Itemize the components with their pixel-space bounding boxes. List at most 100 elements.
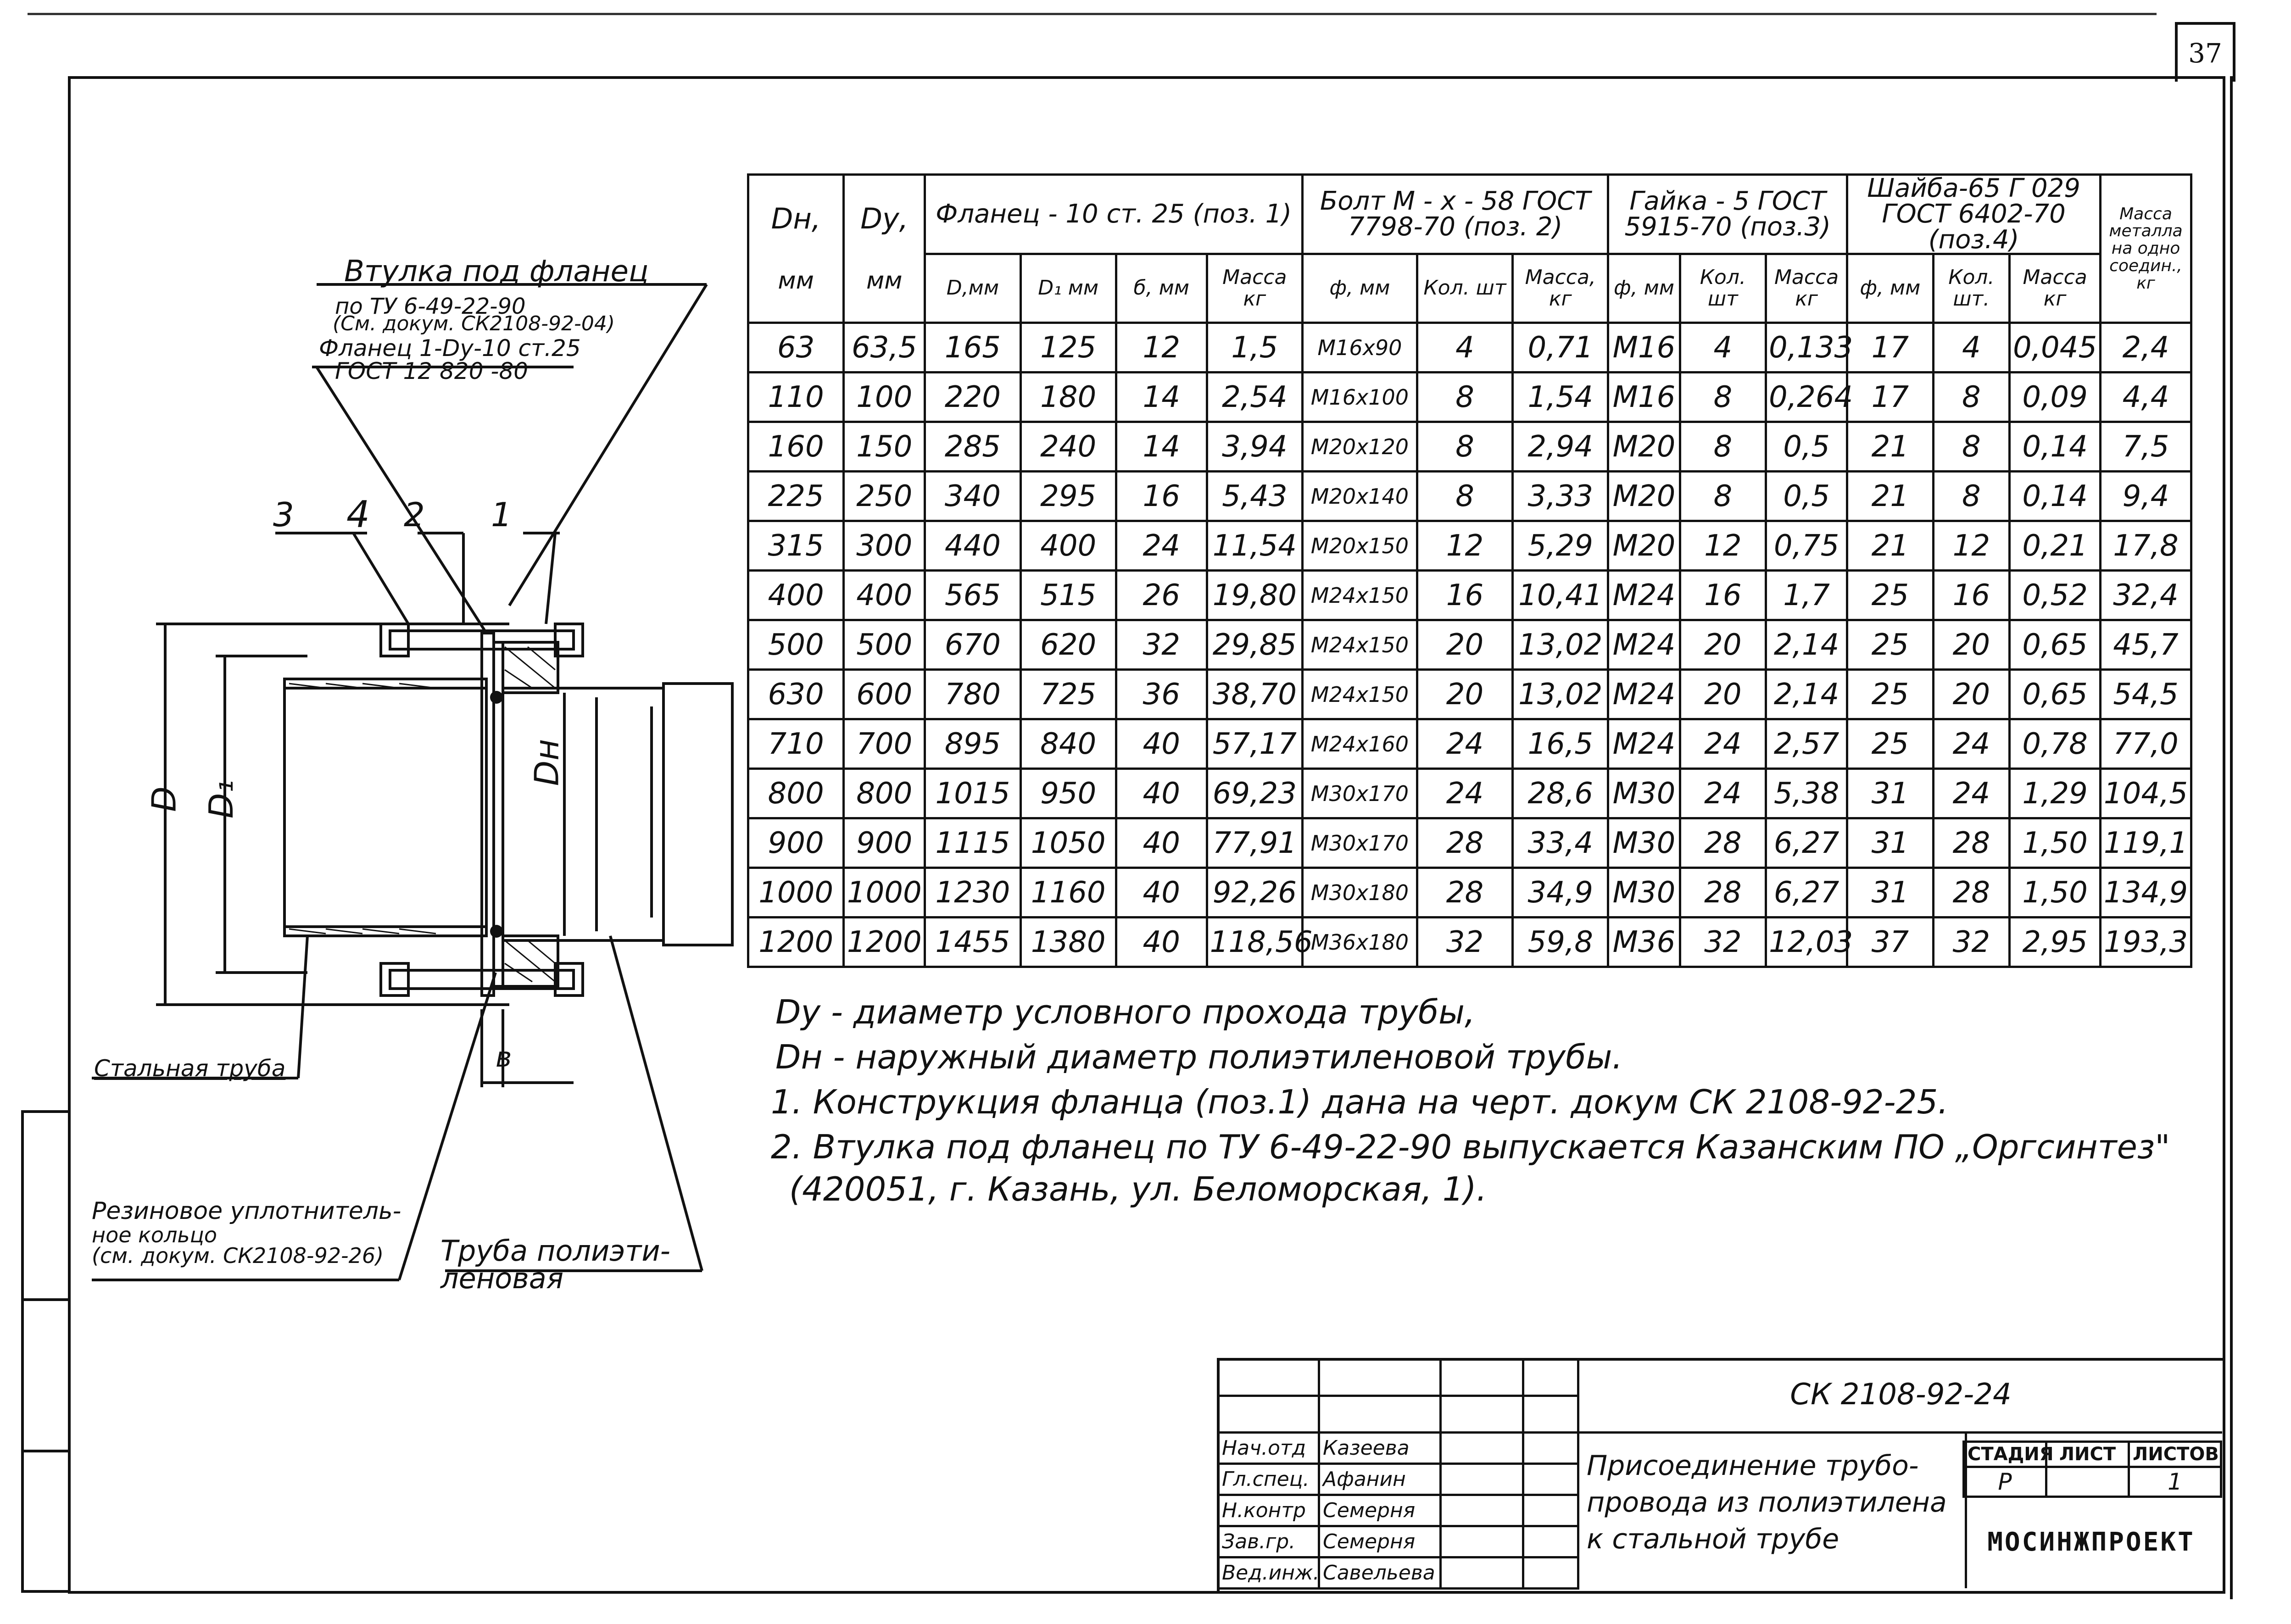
label-pe-pipe-line1: Труба полиэти-	[440, 1234, 671, 1268]
table-cell: М24	[1607, 569, 1681, 621]
note-line: Dн - наружный диаметр полиэтиленовой тру…	[775, 1038, 1623, 1076]
table-cell: 2,94	[1511, 421, 1610, 473]
table-cell: М24х150	[1301, 569, 1418, 621]
table-cell: 40	[1115, 867, 1208, 918]
table-cell: М30х170	[1301, 768, 1418, 819]
table-cell: 780	[924, 668, 1022, 720]
sheet-value	[2045, 1466, 2130, 1498]
table-cell: 77,0	[2099, 718, 2192, 770]
table-cell: 20	[1678, 668, 1767, 720]
table-cell: М16х100	[1301, 371, 1418, 423]
table-cell: 28	[1678, 867, 1767, 918]
table-cell: 0,264	[1765, 371, 1853, 423]
table-cell: 24	[1932, 768, 2011, 819]
table-cell: 37	[1846, 916, 1934, 968]
table-cell: 340	[924, 470, 1022, 522]
table-cell: 800	[747, 768, 845, 819]
table-cell: 29,85	[1205, 619, 1304, 671]
label-steel-pipe: Стальная труба	[94, 1055, 286, 1082]
organization-cell: МОСИНЖПРОЕКТ	[1962, 1496, 2220, 1588]
table-cell: 1,50	[2008, 867, 2102, 918]
table-cell: М24х150	[1301, 619, 1418, 671]
table-cell: М30	[1607, 817, 1681, 869]
table-cell: 725	[1019, 668, 1117, 720]
table-cell: 11,54	[1205, 520, 1304, 572]
header-flange: Фланец - 10 ст. 25 (поз. 1)	[924, 173, 1304, 255]
table-cell: 24	[1115, 520, 1208, 572]
table-cell: 300	[842, 520, 926, 572]
table-cell: 20	[1932, 668, 2011, 720]
table-cell: 440	[924, 520, 1022, 572]
table-cell: 9,4	[2099, 470, 2192, 522]
label-pe-pipe-line2: леновая	[440, 1262, 564, 1295]
table-cell: 400	[747, 569, 845, 621]
note-line: Dу - диаметр условного прохода трубы,	[775, 993, 1475, 1031]
table-cell: 92,26	[1205, 867, 1304, 918]
table-cell: 2,54	[1205, 371, 1304, 423]
table-cell: М20	[1607, 520, 1681, 572]
table-cell: 69,23	[1205, 768, 1304, 819]
top-edge-line	[28, 13, 2157, 15]
table-cell: 0,65	[2008, 619, 2102, 671]
flange-connection-drawing	[92, 283, 734, 1281]
table-cell: 28	[1678, 817, 1767, 869]
table-cell: 1,7	[1765, 569, 1849, 621]
table-cell: 1,50	[2008, 817, 2102, 869]
right-border-line	[2230, 76, 2233, 1599]
header-flange-mass: Масса кг	[1205, 253, 1304, 324]
table-cell: 0,75	[1765, 520, 1849, 572]
table-cell: 12,03	[1765, 916, 1853, 968]
sheet-label: ЛИСТ	[2045, 1440, 2130, 1468]
table-cell: 630	[747, 668, 845, 720]
table-cell: 31	[1846, 768, 1934, 819]
table-cell: 1160	[1019, 867, 1117, 918]
role: Гл.спец.	[1217, 1463, 1320, 1496]
table-cell: 515	[1019, 569, 1117, 621]
table-cell: 40	[1115, 718, 1208, 770]
table-cell: 2,14	[1765, 668, 1849, 720]
table-cell: 8	[1416, 421, 1514, 473]
table-cell: 40	[1115, 817, 1208, 869]
table-cell: М24	[1607, 619, 1681, 671]
table-cell: 400	[842, 569, 926, 621]
header-du: Dу, мм	[842, 173, 926, 324]
table-cell: 28	[1932, 867, 2011, 918]
table-cell: 25	[1846, 619, 1934, 671]
table-cell: 10,41	[1511, 569, 1610, 621]
sheet-number-box: 37	[2175, 22, 2235, 82]
table-cell: 620	[1019, 619, 1117, 671]
table-cell: 0,09	[2008, 371, 2102, 423]
person-name: Семерня	[1318, 1525, 1442, 1558]
table-cell: 800	[842, 768, 926, 819]
table-cell: 240	[1019, 421, 1117, 473]
role: Н.контр	[1217, 1494, 1320, 1527]
table-cell: 118,56	[1205, 916, 1313, 968]
table-cell: 77,91	[1205, 817, 1304, 869]
table-cell: 400	[1019, 520, 1117, 572]
table-cell: 0,65	[2008, 668, 2102, 720]
table-cell: 1000	[842, 867, 926, 918]
table-cell: 16	[1115, 470, 1208, 522]
binding-strip-mid	[21, 1298, 68, 1301]
table-cell: 500	[842, 619, 926, 671]
table-cell: М30х170	[1301, 817, 1418, 869]
header-washer-qty: Кол. шт.	[1932, 253, 2011, 324]
header-bolt-qty: Кол. шт	[1416, 253, 1514, 324]
table-cell: 6,27	[1765, 867, 1849, 918]
table-cell: М16х90	[1301, 322, 1418, 373]
table-cell: 0,14	[2008, 421, 2102, 473]
table-cell: 225	[747, 470, 845, 522]
table-cell: 1,5	[1205, 322, 1304, 373]
table-cell: 24	[1416, 768, 1514, 819]
table-cell: 0,5	[1765, 421, 1849, 473]
table-cell: 14	[1115, 371, 1208, 423]
table-cell: 1230	[924, 867, 1022, 918]
binding-strip-mid2	[21, 1450, 68, 1452]
position-1: 1	[491, 495, 512, 534]
table-cell: 125	[1019, 322, 1117, 373]
header-nut: Гайка - 5 ГОСТ 5915-70 (поз.3)	[1607, 173, 1849, 255]
table-cell: 32	[1416, 916, 1514, 968]
